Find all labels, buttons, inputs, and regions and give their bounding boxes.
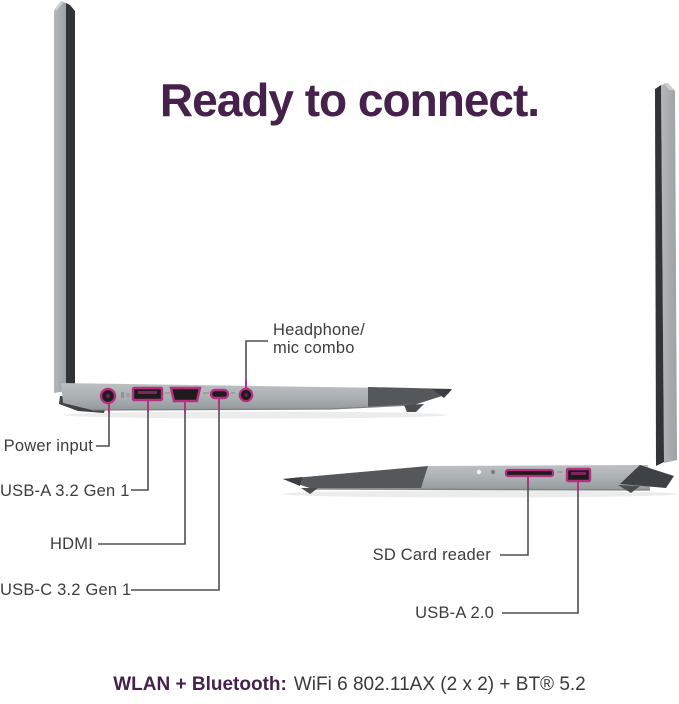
usb-a-20-tongue <box>571 472 586 475</box>
page-title: Ready to connect. <box>159 73 540 126</box>
laptop-left-lid <box>54 1 75 393</box>
power-input-pin <box>105 393 111 399</box>
wlan-bluetooth-spec-label: WLAN + Bluetooth: <box>113 674 287 695</box>
camera-led-dot <box>491 470 495 474</box>
port-print-glyph-5 <box>557 471 563 473</box>
laptop-right-front-foot <box>301 488 318 494</box>
laptop-left-body <box>61 383 452 412</box>
port-print-glyph-2 <box>165 392 170 394</box>
headphone-label-line2: mic combo <box>273 339 355 358</box>
usb-c-gen1-label: USB-C 3.2 Gen 1 <box>0 581 132 599</box>
callout-line-usb-c-gen1 <box>131 399 220 591</box>
hdmi-label: HDMI <box>50 535 93 553</box>
power-led-glyph <box>121 392 124 398</box>
laptop-right-hinge <box>620 465 674 488</box>
laptop-left-side-view <box>54 1 452 419</box>
laptop-left-front-foot <box>404 404 424 412</box>
callout-line-hdmi <box>98 402 186 545</box>
headphone-label-line1: Headphone/ <box>273 321 365 339</box>
callout-line-usb-a-20 <box>502 482 579 614</box>
headphone-mic-combo-label: Headphone/ mic combo <box>273 321 365 358</box>
callout-line-power <box>96 404 110 447</box>
usb-a-20-label: USB-A 2.0 <box>415 604 494 622</box>
sd-card-slot <box>504 468 555 478</box>
usb-a-gen1-tongue <box>138 391 157 394</box>
port-print-glyph-1 <box>126 393 130 397</box>
callout-lines <box>96 340 579 614</box>
port-print-glyph-3 <box>203 392 209 394</box>
sd-card-reader-label: SD Card reader <box>372 546 491 564</box>
usb-c-gen1-port <box>209 388 230 400</box>
port-print-glyph-4 <box>231 392 235 394</box>
laptop-left-shadow <box>63 411 447 419</box>
usb-a-gen1-label: USB-A 3.2 Gen 1 <box>0 482 130 500</box>
status-led-dot <box>476 469 482 475</box>
laptop-right-body <box>283 465 651 491</box>
laptop-right-shadow <box>282 490 678 498</box>
callout-line-sd-reader <box>500 477 529 556</box>
wlan-bluetooth-spec-value: WiFi 6 802.11AX (2 x 2) + BT® 5.2 <box>293 674 586 695</box>
wlan-bluetooth-spec: WLAN + Bluetooth: WiFi 6 802.11AX (2 x 2)… <box>0 674 679 696</box>
callout-line-headphone <box>245 340 268 387</box>
laptop-right-lid <box>655 83 677 466</box>
laptop-right-side-view <box>282 83 678 498</box>
laptop-right-rear-foot <box>618 485 640 493</box>
headphone-jack-hole <box>244 393 248 397</box>
hdmi-port <box>169 386 202 403</box>
power-input-label: Power input <box>3 437 93 455</box>
callout-line-usb-a-gen1 <box>131 401 149 491</box>
